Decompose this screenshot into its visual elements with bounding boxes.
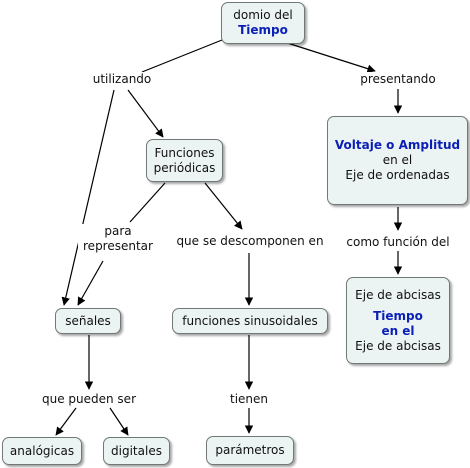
concept-eje-line4: Eje de abcisas xyxy=(355,338,441,353)
connector-utilizando-senales xyxy=(61,89,115,306)
concept-dominio-line1: domio del xyxy=(233,8,293,22)
concept-digitales[interactable]: digitales xyxy=(103,437,170,465)
concept-analogicas-label: analógicas xyxy=(9,443,75,458)
concept-parametros[interactable]: parámetros xyxy=(206,436,294,465)
concept-funciones-sinusoidales[interactable]: funciones sinusoidales xyxy=(172,308,328,334)
connector-utilizando-funciones xyxy=(127,89,164,138)
link-para-line1: para xyxy=(104,224,132,238)
link-para-line2: representar xyxy=(83,239,153,253)
concept-analogicas[interactable]: analógicas xyxy=(2,437,82,465)
concept-sinusoidales-label: funciones sinusoidales xyxy=(182,313,318,328)
link-utilizando: utilizando xyxy=(84,72,160,87)
link-tienen: tienen xyxy=(224,392,274,407)
connector-pueden-analogicas xyxy=(55,407,77,436)
concept-voltaje-line2: en el xyxy=(382,153,413,167)
concept-eje-abcisas[interactable]: Eje de abcisas Tiempo en el Eje de abcis… xyxy=(346,277,450,364)
link-que-se-descomponen: que se descomponen en xyxy=(172,234,328,249)
concept-voltaje-amplitud[interactable]: Voltaje o Amplitud en el Eje de ordenada… xyxy=(327,116,468,205)
concept-senales-label: señales xyxy=(65,313,111,328)
connector-dominio-utilizando xyxy=(141,39,223,73)
concept-voltaje-line3: Eje de ordenadas xyxy=(345,168,450,182)
link-que-pueden-ser: que pueden ser xyxy=(36,392,142,407)
connector-funciones-para xyxy=(129,182,166,223)
concept-dominio-tiempo[interactable]: domio del Tiempo xyxy=(221,2,305,44)
connector-dominio-presentando xyxy=(277,39,376,73)
concept-funciones-line2: periódicas xyxy=(153,160,216,175)
concept-digitales-label: digitales xyxy=(111,443,162,458)
link-como-funcion: como función del xyxy=(342,235,454,250)
concept-voltaje-line1: Voltaje o Amplitud xyxy=(334,138,461,152)
concept-senales[interactable]: señales xyxy=(55,308,121,334)
link-para-representar: para representar xyxy=(78,224,158,254)
link-presentando: presentando xyxy=(355,72,441,87)
concept-dominio-line2: Tiempo xyxy=(238,23,288,37)
concept-parametros-label: parámetros xyxy=(215,443,285,457)
concept-eje-line3: en el xyxy=(381,323,415,338)
connector-para-senales xyxy=(77,260,104,306)
concept-eje-line1: Eje de abcisas xyxy=(355,287,441,302)
concept-eje-line2: Tiempo xyxy=(373,308,423,323)
connector-pueden-digitales xyxy=(109,407,129,436)
concept-funciones-line1: Funciones xyxy=(154,145,215,160)
concept-funciones-periodicas[interactable]: Funciones periódicas xyxy=(146,139,223,182)
connector-funciones-descomponen xyxy=(204,182,243,230)
